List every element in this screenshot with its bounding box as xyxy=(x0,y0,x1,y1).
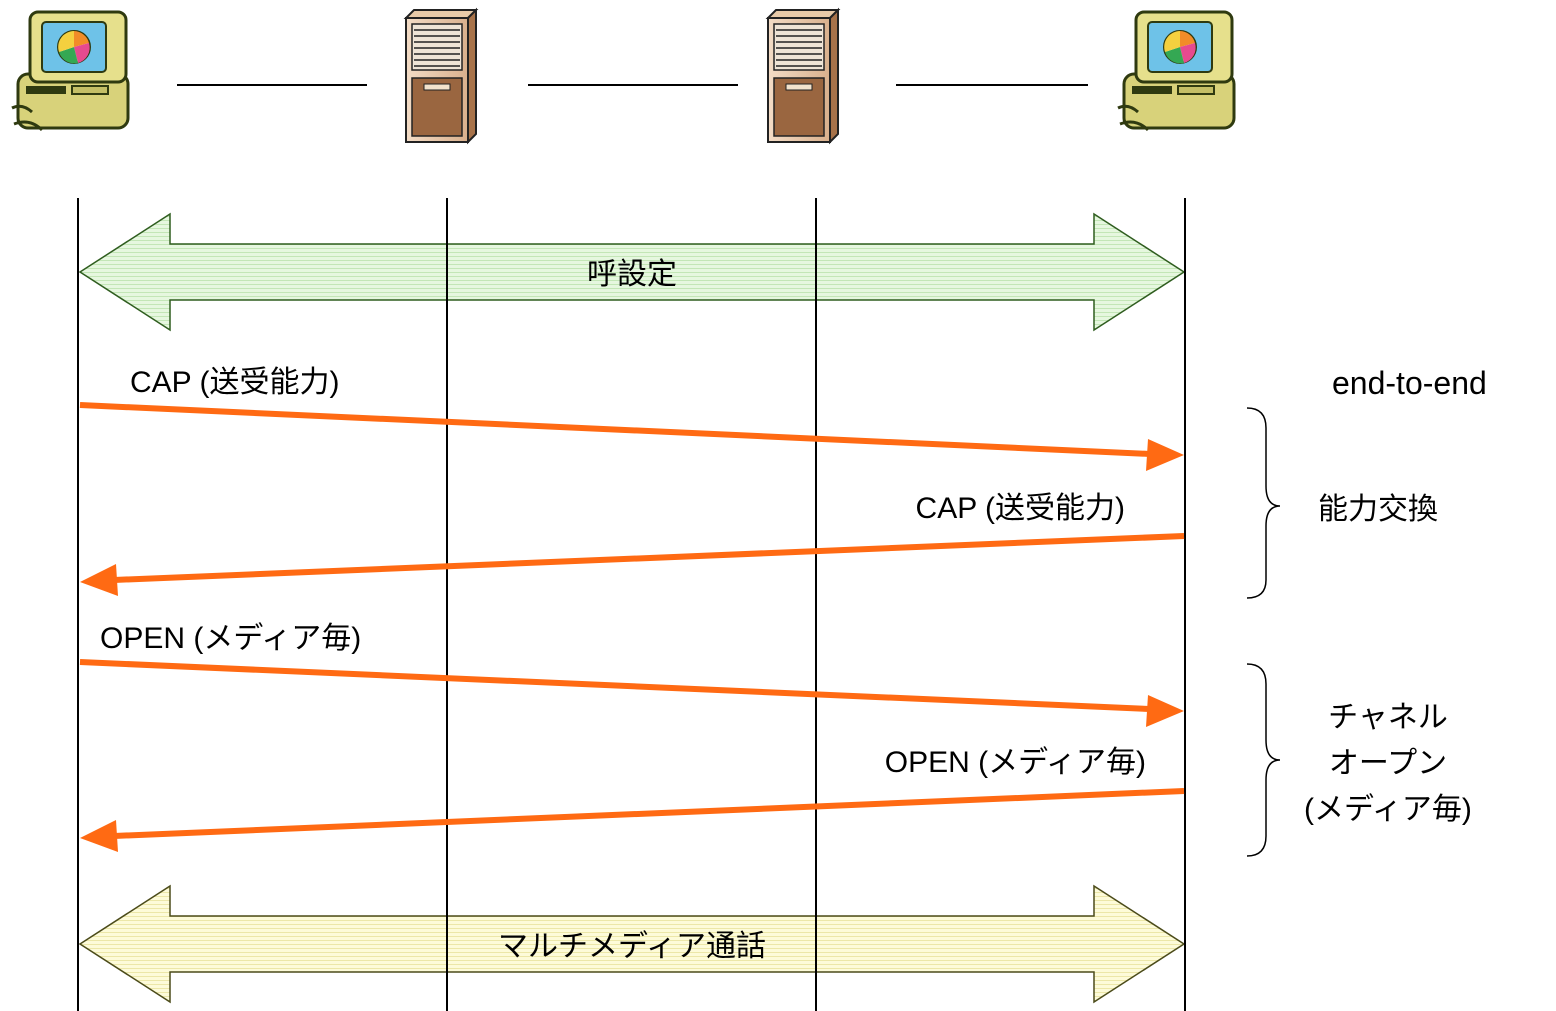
open-backward-label: OPEN (メディア毎) xyxy=(885,746,1146,779)
desktop-computer-icon xyxy=(11,10,130,132)
call-setup-label: 呼設定 xyxy=(587,258,677,291)
arrowhead xyxy=(1146,439,1184,471)
channel-open-label-line3: (メディア毎) xyxy=(1304,793,1472,826)
cap-backward-arrow xyxy=(113,533,1185,583)
multimedia-call-label: マルチメディア通話 xyxy=(498,930,766,963)
open-forward-arrow xyxy=(79,659,1151,712)
open-forward-label: OPEN (メディア毎) xyxy=(100,622,361,655)
capability-exchange-label: 能力交換 xyxy=(1318,493,1438,526)
open-backward-arrow xyxy=(113,788,1185,839)
server-tower-icon xyxy=(765,7,841,145)
cap-forward-label: CAP (送受能力) xyxy=(130,366,339,399)
scope-label: end-to-end xyxy=(1332,365,1487,401)
arrowhead xyxy=(1146,695,1184,727)
desktop-computer-icon xyxy=(1117,10,1236,132)
arrowhead xyxy=(80,564,118,596)
cap-backward-label: CAP (送受能力) xyxy=(916,492,1125,525)
channel-open-label-line1: チャネル xyxy=(1328,701,1448,734)
cap-forward-arrow xyxy=(79,402,1151,457)
channel-open-label-line2: オープン xyxy=(1329,747,1447,780)
capability-exchange-brace xyxy=(1246,407,1281,599)
server-tower-icon xyxy=(403,7,479,145)
arrowhead xyxy=(80,820,118,852)
channel-open-brace xyxy=(1246,663,1281,857)
